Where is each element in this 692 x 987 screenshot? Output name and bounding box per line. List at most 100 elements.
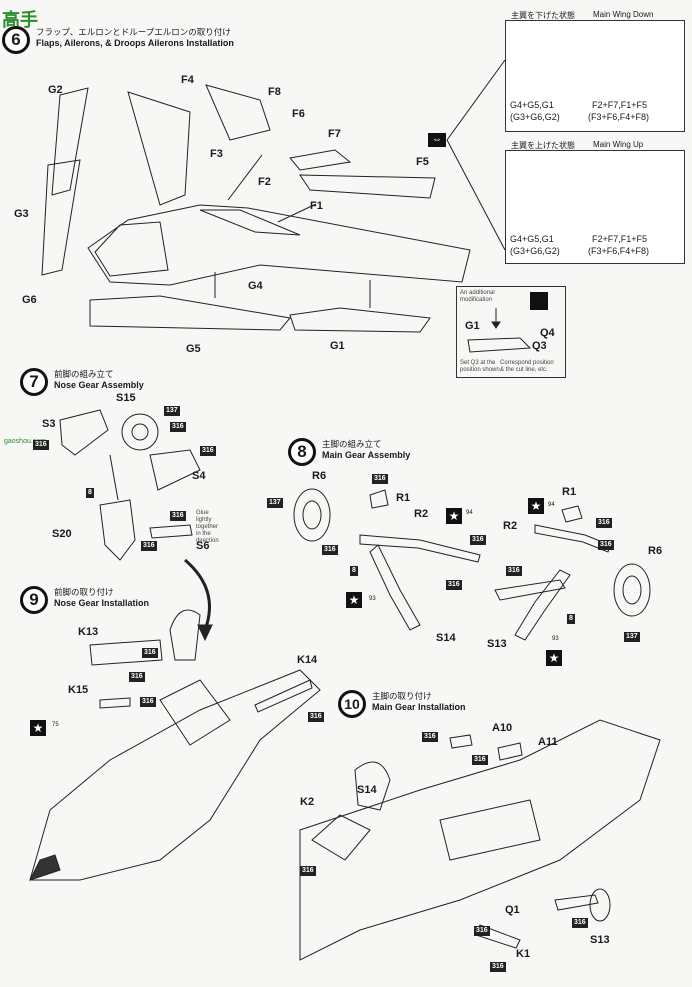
step9-number: 9: [20, 586, 48, 614]
part-s13-shape: [514, 569, 571, 641]
star-label-93-left: 93: [369, 596, 376, 602]
tag-316-step9-extra: 316: [142, 648, 158, 658]
part-label-q1: Q1: [505, 904, 520, 916]
tag-316-k14: 316: [308, 712, 324, 722]
part-label-k2: K2: [300, 796, 315, 808]
wing-up-left-2: (G3+G6,G2): [510, 246, 560, 256]
tag-316-k1: 316: [490, 962, 506, 972]
step8-title-en: Main Gear Assembly: [322, 450, 411, 460]
part-label-a10: A10: [492, 722, 513, 734]
watermark-url: gaoshou.com: [4, 438, 47, 445]
main-wheel-r6-left: [293, 488, 331, 542]
part-label-f6: F6: [292, 108, 305, 120]
wing-down-panel: [505, 20, 685, 132]
part-label-f4: F4: [181, 74, 194, 86]
main-wheel-r6-right: [613, 563, 651, 617]
tag-316-s6: 316: [170, 511, 186, 521]
part-k13-shape: [89, 639, 163, 666]
watermark-logo: 高手: [2, 6, 38, 32]
wing-up-title-en: Main Wing Up: [593, 140, 644, 149]
wing-down-right-1: F2+F7,F1+F5: [592, 100, 648, 110]
step9-title-jp: 前脚の取り付け: [54, 587, 114, 597]
tag-316-r1: 316: [372, 474, 388, 484]
tag-316-s13-installed: 316: [572, 918, 588, 928]
part-f7-shape: [289, 149, 352, 171]
part-label-k14: K14: [297, 654, 318, 666]
step7-number: 7: [20, 368, 48, 396]
modification-icon: [530, 292, 548, 310]
star-label-93-right: 93: [552, 636, 559, 642]
fin-g-upper: [127, 91, 191, 206]
tag-316-r2-left: 316: [470, 535, 486, 545]
part-a10-shape: [449, 734, 473, 749]
tag-316-k13: 316: [129, 672, 145, 682]
step8-number: 8: [288, 438, 316, 466]
part-k14-shape: [254, 679, 313, 713]
fuselage-nose-outline: [29, 669, 321, 881]
tag-316-s4: 316: [200, 446, 216, 456]
wing-up-left-1: G4+G5,G1: [510, 234, 554, 244]
main-wing-outline: [87, 204, 471, 286]
tag-316-s20: 316: [141, 541, 157, 551]
wing-up-right-2: (F3+F6,F4+F8): [588, 246, 650, 256]
part-s6-shape: [149, 524, 193, 539]
fuselage-main-outline: [299, 719, 661, 961]
part-label-f3: F3: [210, 148, 223, 160]
step6-title-jp: フラップ、エルロンとドループエルロンの取り付け: [36, 27, 231, 37]
part-label-a11: A11: [538, 736, 558, 748]
tag-137-s15: 137: [164, 406, 180, 416]
part-r2-left-shape: [359, 534, 481, 563]
part-label-q3: Q3: [532, 340, 547, 352]
q-detail-note-2: Correspond position & the cut line, etc.: [500, 360, 554, 373]
step6-number: 6: [2, 26, 30, 54]
part-label-g1-detail: G1: [465, 320, 480, 332]
wing-down-left-1: G4+G5,G1: [510, 100, 554, 110]
star-label-75: 75: [52, 722, 59, 728]
part-label-g3: G3: [14, 208, 29, 220]
part-label-r6-left: R6: [312, 470, 327, 482]
tag-137-r6-right: 137: [624, 632, 640, 642]
part-label-r1-right: R1: [562, 486, 577, 498]
wing-up-right-1: F2+F7,F1+F5: [592, 234, 648, 244]
star-marker-icon: ★: [446, 508, 462, 524]
part-label-r6-right: R6: [648, 545, 663, 557]
step10-number: 10: [338, 690, 366, 718]
tag-316-s15: 316: [170, 422, 186, 432]
star-marker-icon: ★: [30, 720, 46, 736]
part-label-k13: K13: [78, 626, 99, 638]
part-s13-installed: [589, 888, 611, 922]
tag-316-a11: 316: [472, 755, 488, 765]
nose-gear-bay: [159, 679, 231, 746]
part-g4-g5-shape: [89, 295, 291, 331]
part-f4-shape: [205, 84, 271, 141]
view-direction-icon: ⇔: [428, 133, 446, 147]
part-s14-installed: [354, 761, 391, 811]
tag-8-s20: 8: [86, 488, 94, 498]
step10-title-en: Main Gear Installation: [372, 702, 466, 712]
part-s3-shape: [59, 409, 109, 456]
tag-8-left: 8: [350, 566, 358, 576]
part-label-f2: F2: [258, 176, 271, 188]
part-label-s3: S3: [42, 418, 56, 430]
part-label-r2-left: R2: [414, 508, 429, 520]
watermark-logo-text: 高手: [2, 10, 38, 31]
step7-title-jp: 前脚の組み立て: [54, 369, 114, 379]
wing-root-block: [94, 221, 169, 277]
nose-wheel-s15: [121, 413, 159, 451]
star-label-94-right: 94: [548, 502, 555, 508]
star-marker-icon: ★: [528, 498, 544, 514]
wing-down-title-en: Main Wing Down: [593, 10, 654, 19]
tag-316-q1: 316: [474, 926, 490, 936]
part-label-q4: Q4: [540, 327, 555, 339]
tag-316-k15: 316: [140, 697, 156, 707]
part-f5-shape: [299, 174, 436, 199]
tag-316-r2-right: 316: [598, 540, 614, 550]
part-label-k1: K1: [516, 948, 531, 960]
tag-316-r6: 316: [322, 545, 338, 555]
main-gear-bay: [439, 799, 541, 861]
part-k2-shape: [311, 814, 371, 861]
q-detail-bottom-note: Set Q3 at the position shown: [460, 360, 500, 373]
part-g1-shape: [289, 307, 431, 333]
tag-316-k2: 316: [300, 866, 316, 876]
